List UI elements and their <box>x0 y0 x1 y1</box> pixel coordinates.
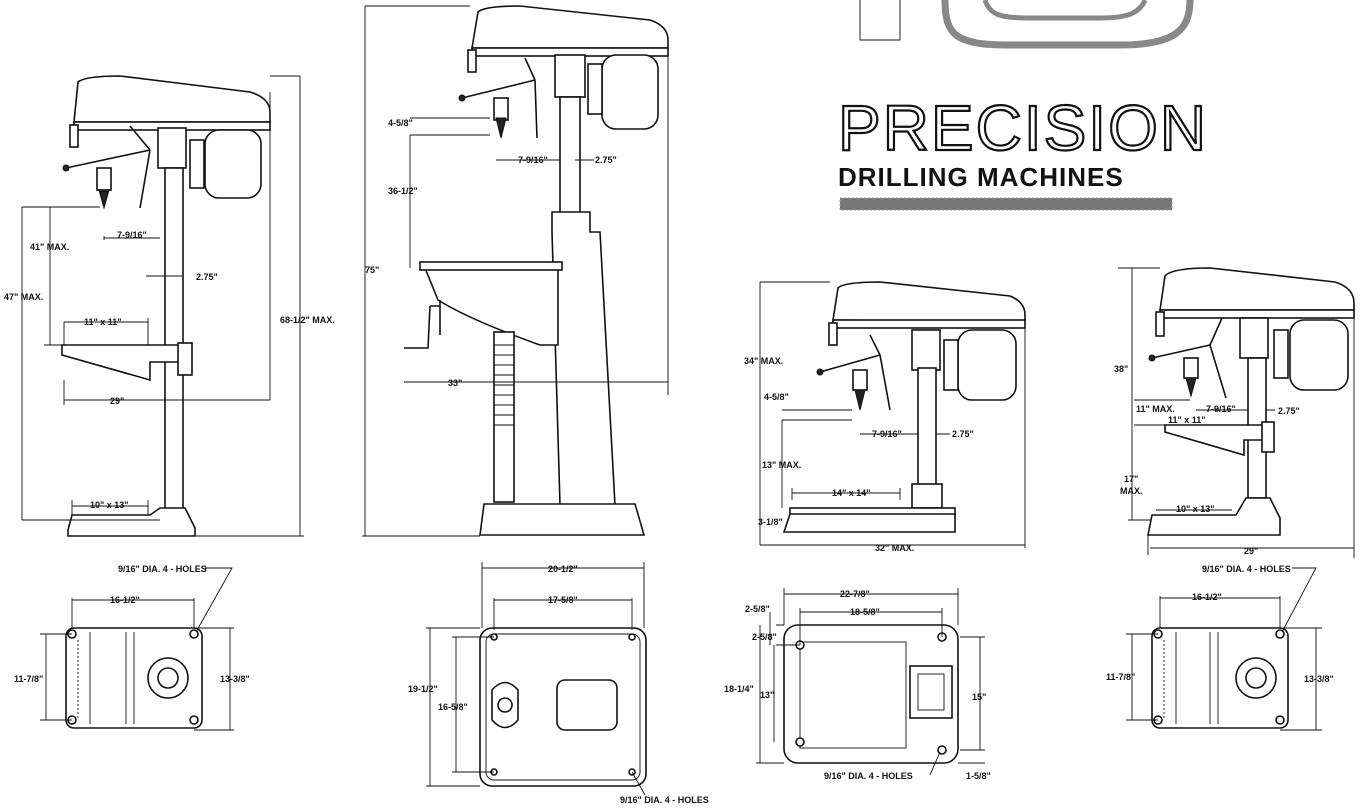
m4-dim-29: 29" <box>1244 546 1258 556</box>
model-number-outline <box>859 0 1194 49</box>
base-plan-4: 9/16" DIA. 4 - HOLES 16-1/2" 11-7/8" 13-… <box>1106 564 1334 731</box>
b3-dim-holes: 9/16" DIA. 4 - HOLES <box>824 771 913 781</box>
b3-dim-15: 15" <box>972 692 986 702</box>
b4-dim-13-3-8: 13-3/8" <box>1304 674 1334 684</box>
m3-dim-32-max: 32" MAX. <box>875 543 914 553</box>
brand-block: PRECISION DRILLING MACHINES <box>837 0 1208 211</box>
m4-dim-17: 17" <box>1124 474 1138 484</box>
m2-dim-75: 75" <box>365 265 379 275</box>
m2-dim-36-half: 36-1/2" <box>388 186 418 196</box>
m1-dim-41-max: 41" MAX. <box>30 242 69 252</box>
m1-dim-47-max: 47" MAX. <box>4 292 43 302</box>
m1-dim-68-half-max: 68-1/2" MAX. <box>280 315 335 325</box>
machine-1-floor-press: 41" MAX. 47" MAX. 7-9/16" 2.75" 11" x 11… <box>4 75 335 537</box>
base-plan-2: 20-1/2" 17-5/8" 19-1/2" 16-5/8" 9/16" DI… <box>408 562 709 805</box>
m3-dim-14x14: 14" x 14" <box>832 488 871 498</box>
b2-dim-16-5-8: 16-5/8" <box>438 702 468 712</box>
m3-dim-13-max: 13" MAX. <box>762 460 801 470</box>
b1-dim-11-7-8: 11-7/8" <box>14 674 43 684</box>
b3-dim-22-7-8: 22-7/8" <box>840 589 870 599</box>
m3-dim-7-9-16: 7-9/16" <box>872 429 902 439</box>
brand-subtitle: DRILLING MACHINES <box>838 162 1124 192</box>
m4-dim-10x13: 10" x 13" <box>1176 504 1215 514</box>
b2-dim-17-5-8: 17-5/8" <box>548 595 578 605</box>
b2-dim-19-half: 19-1/2" <box>408 684 438 694</box>
m2-dim-4-5-8: 4-5/8" <box>388 118 413 128</box>
machine-3-bench-press: 34" MAX. 4-5/8" 7-9/16" 2.75" 13" MAX. 1… <box>744 281 1026 553</box>
b4-dim-holes: 9/16" DIA. 4 - HOLES <box>1202 564 1291 574</box>
b3-dim-2-5-8-a: 2-5/8" <box>745 604 770 614</box>
m4-dim-11x11: 11" x 11" <box>1168 415 1206 425</box>
b1-dim-16-half: 16-1/2" <box>110 595 140 605</box>
m4-dim-17-max-label: MAX. <box>1120 486 1143 496</box>
m4-dim-7-9-16: 7-9/16" <box>1206 404 1236 414</box>
b2-dim-20-half: 20-1/2" <box>548 564 578 574</box>
m1-dim-11x11: 11" x 11" <box>84 317 122 327</box>
b3-dim-18-5-8: 18-5/8" <box>850 607 880 617</box>
b3-dim-1-5-8: 1-5/8" <box>966 771 991 781</box>
m4-dim-11-max: 11" MAX. <box>1136 404 1175 414</box>
m3-dim-4-5-8: 4-5/8" <box>764 392 789 402</box>
m2-dim-33: 33" <box>448 378 462 388</box>
m3-dim-2-75: 2.75" <box>952 429 974 439</box>
b1-dim-holes: 9/16" DIA. 4 - HOLES <box>118 564 207 574</box>
machine-2-tall-press: 4-5/8" 7-9/16" 2.75" 36-1/2" 75" 33" <box>362 5 669 537</box>
m4-dim-38: 38" <box>1114 364 1128 374</box>
base-plan-1: 9/16" DIA. 4 - HOLES 16-1/2" 11-7/8" 13-… <box>14 564 250 731</box>
m1-dim-7-9-16: 7-9/16" <box>117 230 147 240</box>
b3-dim-2-5-8-b: 2-5/8" <box>752 632 777 642</box>
b3-dim-13: 13" <box>760 690 774 700</box>
base-plan-3: 22-7/8" 18-5/8" 2-5/8" 2-5/8" 18-1/4" 13… <box>724 588 991 781</box>
m2-dim-2-75: 2.75" <box>595 155 617 165</box>
m3-dim-3-1-8: 3-1/8" <box>758 517 783 527</box>
b3-dim-18-1-4: 18-1/4" <box>724 684 754 694</box>
m1-dim-29: 29" <box>110 396 124 406</box>
m1-dim-10x13: 10" x 13" <box>90 500 129 510</box>
brand-title: PRECISION <box>838 92 1208 164</box>
m3-dim-34-max: 34" MAX. <box>744 356 783 366</box>
b2-dim-holes: 9/16" DIA. 4 - HOLES <box>620 795 709 805</box>
b4-dim-11-7-8: 11-7/8" <box>1106 672 1135 682</box>
m4-dim-2-75: 2.75" <box>1278 406 1300 416</box>
b1-dim-13-3-8: 13-3/8" <box>220 674 250 684</box>
m2-dim-7-9-16: 7-9/16" <box>518 155 548 165</box>
b4-dim-16-half: 16-1/2" <box>1192 592 1222 602</box>
m1-dim-2-75: 2.75" <box>196 272 218 282</box>
machine-4-bench-arm-press: 38" 11" MAX. 11" x 11" 7-9/16" 2.75" 17"… <box>1114 267 1355 558</box>
brand-bar <box>840 198 1172 210</box>
